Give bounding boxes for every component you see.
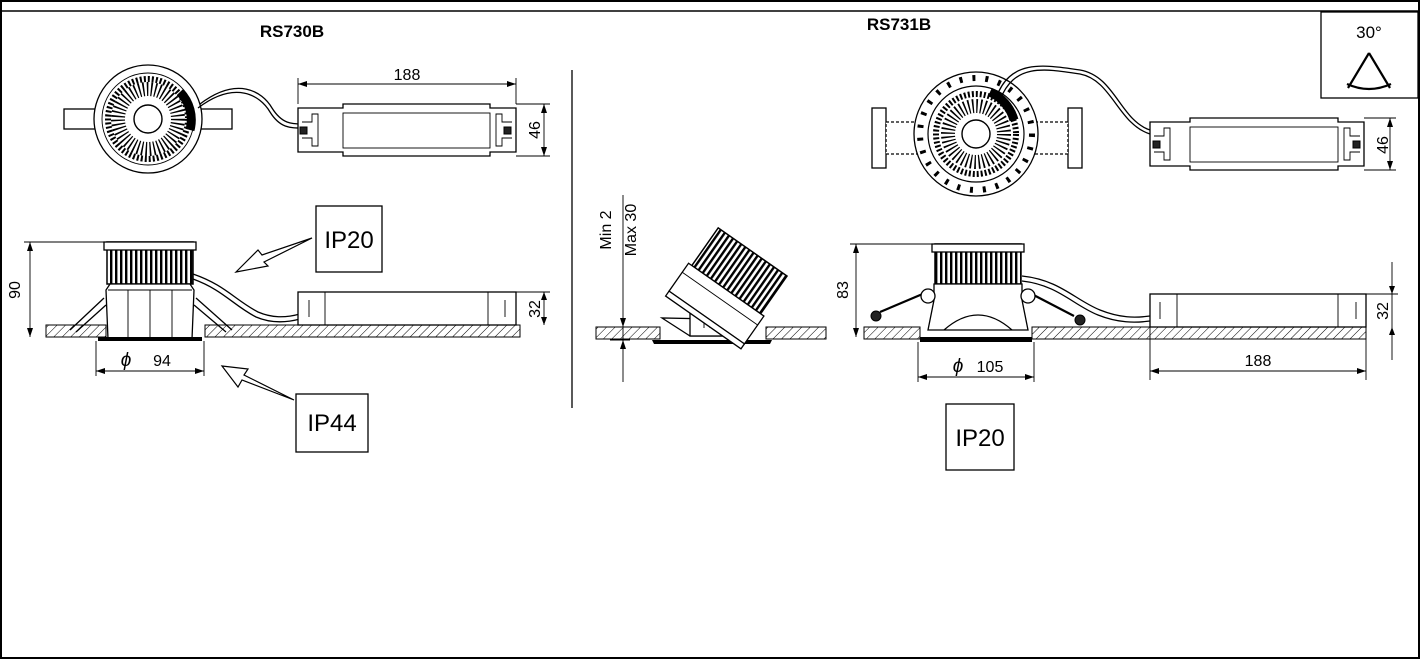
- rs730b-side-driver: [297, 291, 517, 326]
- rs731b-top-cable: [995, 65, 1151, 131]
- rs730b-height-dimension: [24, 241, 106, 337]
- rs730b-ip44-callout: [220, 365, 369, 453]
- ceiling-min: Min 2: [598, 210, 615, 249]
- rs731b-side-cable: [1021, 275, 1151, 318]
- rs731b-driver-width-dimension: [1364, 117, 1396, 171]
- rs730b-cutout: 94: [153, 353, 171, 370]
- rs730b-driver-length-dimension: [297, 78, 517, 104]
- tilt-angle-icon: [1346, 52, 1392, 91]
- model-title-left: RS730B: [260, 22, 324, 41]
- rs730b-cutout-dimension: [95, 341, 205, 376]
- rs731b-ceiling-section: [863, 326, 1367, 340]
- rs731b-driver-length-dimension: [1149, 327, 1367, 380]
- rs731b-side-view-luminaire: [870, 243, 1086, 342]
- rs730b-driver-length: 188: [394, 67, 421, 84]
- rs731b-height-dimension: [850, 243, 932, 337]
- rs730b-driver-height-side-dimension: [516, 291, 550, 325]
- rs730b-driver-height-top: 46: [527, 121, 544, 139]
- model-title-right: RS731B: [867, 15, 931, 34]
- rs730b-ip20-callout: [234, 205, 383, 273]
- ceiling-max: Max 30: [623, 204, 640, 257]
- tilt-angle-badge: 30°: [1320, 11, 1419, 99]
- rs730b-side-cable: [192, 273, 301, 318]
- rs730b-cutout-diameter-symbol: ϕ: [121, 350, 132, 371]
- rs730b-ceiling-section: [45, 324, 521, 338]
- rs730b-side-view-luminaire: [69, 241, 233, 341]
- rs730b-ip44-label: IP44: [307, 410, 356, 437]
- tilted-luminaire-section: [652, 226, 789, 350]
- rs731b-cutout-diameter-symbol: ϕ: [953, 356, 964, 377]
- rs731b-driver-length: 188: [1245, 353, 1272, 370]
- rs731b-driver-height-side: 32: [1375, 302, 1392, 320]
- rs731b-cutout-dimension: [917, 342, 1035, 382]
- rs730b-ip20-label: IP20: [324, 227, 373, 254]
- rs730b-top-driver: [297, 103, 517, 157]
- rs731b-ip20-label: IP20: [955, 425, 1004, 452]
- rs730b-height: 90: [7, 281, 24, 299]
- tilt-section-ceiling: [595, 326, 827, 340]
- rs730b-driver-width-dimension: [516, 103, 550, 157]
- rs731b-cutout: 105: [977, 359, 1004, 376]
- rs731b-ip20-box: [945, 403, 1015, 471]
- rs731b-top-view-luminaire: [871, 71, 1083, 197]
- rs731b-top-driver: [1149, 117, 1365, 171]
- tilt-angle-label: 30°: [1356, 23, 1382, 42]
- rs730b-top-cable: [197, 91, 303, 129]
- rs731b-driver-height-side-dimension: [1366, 262, 1398, 360]
- rs731b-height: 83: [835, 281, 852, 299]
- rs731b-side-driver: [1149, 293, 1367, 328]
- rs731b-driver-height-top: 46: [1375, 136, 1392, 154]
- rs730b-driver-height-side: 32: [527, 300, 544, 318]
- rs730b-top-view-luminaire: [63, 64, 233, 174]
